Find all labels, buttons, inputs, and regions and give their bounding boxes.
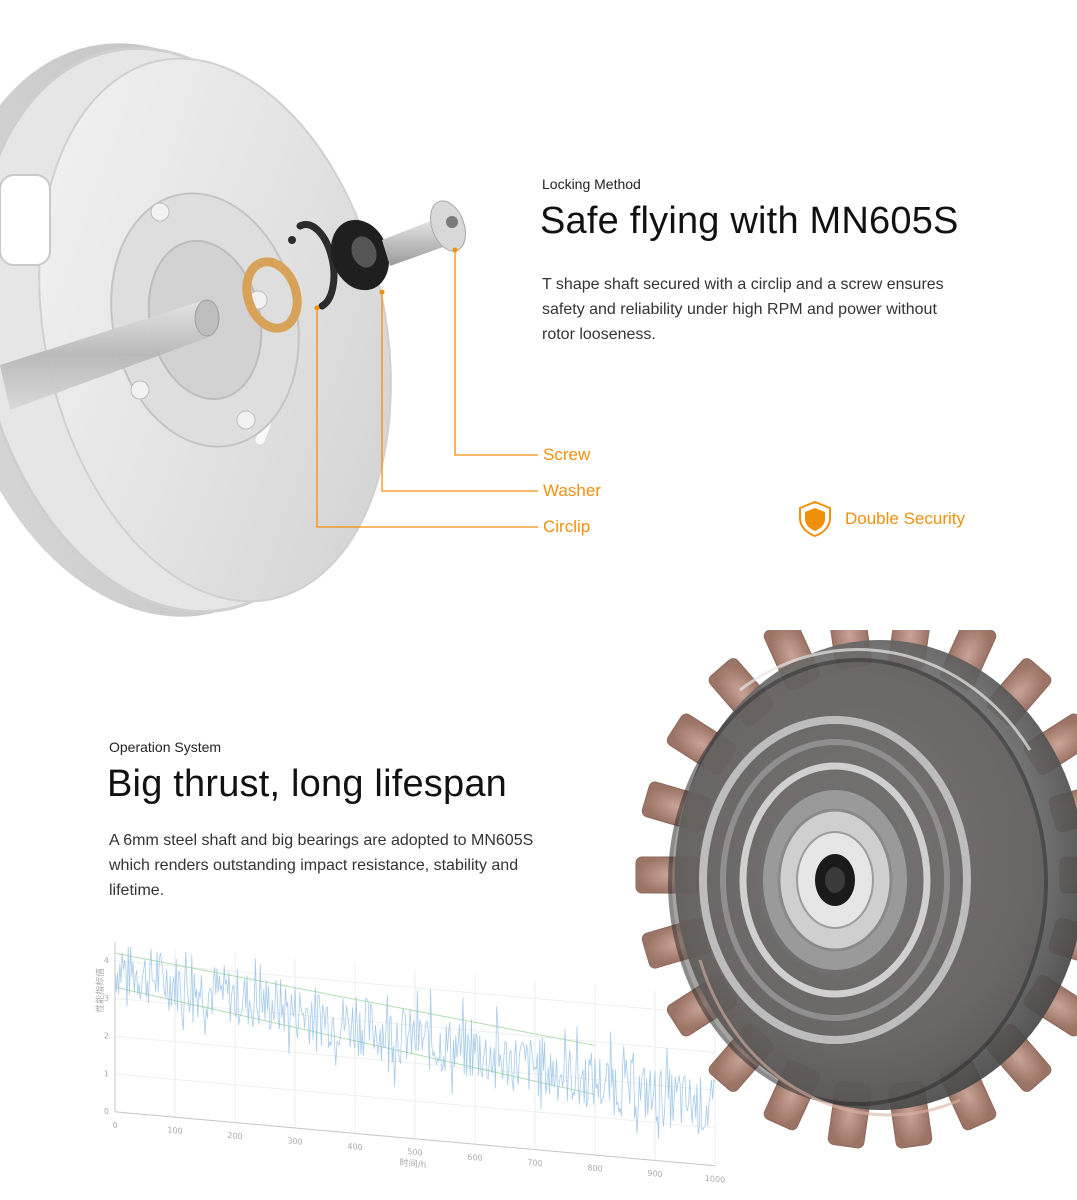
chart-band-line [114, 952, 596, 1046]
double-security-badge: Double Security [797, 500, 965, 538]
chart-y-tick-label: 1 [104, 1069, 109, 1078]
chart-x-tick-label: 200 [227, 1131, 242, 1141]
callout-washer: Washer [543, 481, 601, 500]
operation-description: A 6mm steel shaft and big bearings are a… [109, 828, 533, 903]
callout-screw: Screw [543, 445, 591, 464]
callout-leader-lines [316, 250, 538, 528]
chart-x-label: 时间/h [400, 1156, 427, 1170]
operation-title: Big thrust, long lifespan [107, 763, 508, 805]
performance-noise-series [114, 946, 716, 1139]
operation-description-line: lifetime. [109, 882, 165, 899]
chart-x-tick-label: 600 [467, 1153, 482, 1163]
chart-x-tick-label: 800 [587, 1163, 602, 1173]
shield-icon [799, 500, 831, 538]
locking-eyebrow: Locking Method [542, 176, 641, 192]
double-security-label: Double Security [845, 509, 966, 528]
chart-y-gridline [115, 997, 715, 1053]
chart-y-tick-label: 0 [104, 1107, 109, 1116]
chart-x-tick-label: 100 [167, 1126, 182, 1136]
motor-stator-illustration [635, 630, 1077, 1149]
chart-y-tick-label: 2 [104, 1031, 109, 1040]
chart-x-tick-label: 0 [112, 1121, 117, 1130]
chart-y-tick-label: 4 [104, 956, 109, 965]
operation-description-line: A 6mm steel shaft and big bearings are a… [109, 832, 534, 849]
locking-description-line: T shape shaft secured with a circlip and… [542, 276, 944, 293]
chart-y-label: 性能指标值 [95, 967, 106, 1013]
lifespan-chart: 0 100 200 300 400 500 600 700 800 900 1000 0 1 2 3 4 性能… [95, 941, 725, 1185]
chart-x-tick-label: 300 [287, 1136, 302, 1146]
motor-exploded-illustration [0, 43, 538, 617]
locking-description: T shape shaft secured with a circlip and… [542, 272, 944, 347]
chart-y-gridline [115, 1073, 715, 1129]
operation-eyebrow: Operation System [109, 739, 222, 755]
callout-circlip: Circlip [543, 517, 591, 536]
chart-x-tick-label: 700 [527, 1158, 542, 1168]
chart-x-tick-label: 900 [647, 1169, 662, 1179]
locking-description-line: rotor looseness. [542, 326, 656, 343]
chart-x-tick-label: 1000 [705, 1174, 725, 1185]
chart-x-axis [115, 1111, 715, 1167]
chart-y-tick-label: 3 [104, 993, 109, 1002]
operation-description-line: which renders outstanding impact resista… [109, 857, 519, 874]
locking-description-line: safety and reliability under high RPM an… [542, 301, 937, 318]
chart-x-tick-label: 400 [347, 1142, 362, 1152]
locking-title: Safe flying with MN605S [540, 200, 959, 242]
chart-x-tick-label: 500 [407, 1147, 422, 1157]
